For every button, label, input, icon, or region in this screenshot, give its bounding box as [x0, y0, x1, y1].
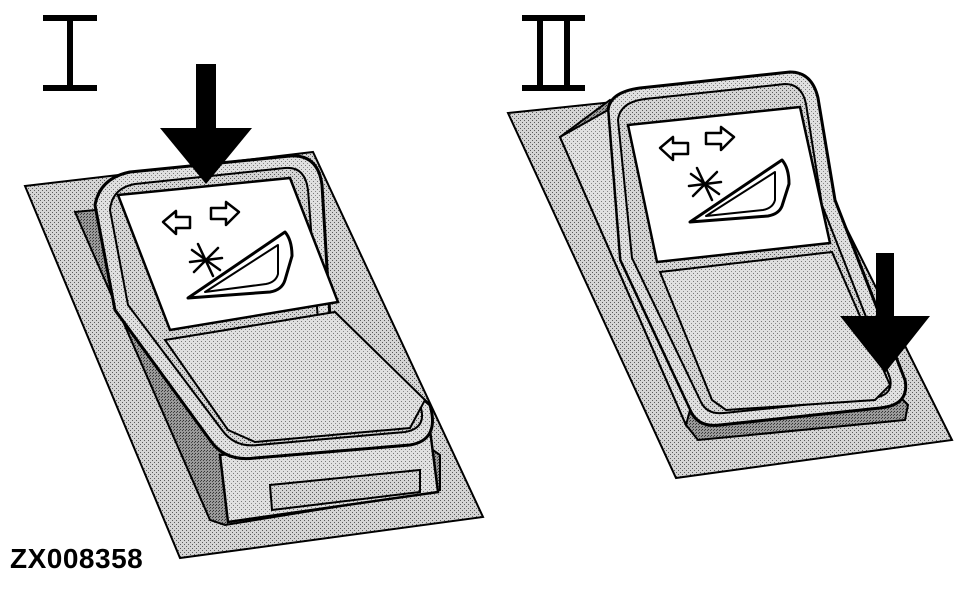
windshield-icon	[688, 158, 791, 224]
defrost-asterisk-icon	[687, 166, 723, 202]
panel-label-two	[522, 15, 585, 91]
defrost-asterisk-icon	[188, 242, 224, 278]
left-arrow-icon	[161, 209, 192, 236]
right-arrow-icon	[209, 200, 241, 227]
panel-one	[23, 15, 485, 560]
press-arrow-icon	[840, 253, 930, 373]
left-arrow-icon	[658, 135, 690, 162]
panel-label-one	[43, 15, 97, 91]
press-arrow-icon	[160, 64, 252, 184]
right-arrow-icon	[704, 125, 736, 152]
windshield-icon	[186, 230, 294, 300]
switch-label-face	[626, 105, 832, 264]
figure-reference-code: ZX008358	[10, 543, 144, 574]
panel-two	[506, 15, 954, 480]
